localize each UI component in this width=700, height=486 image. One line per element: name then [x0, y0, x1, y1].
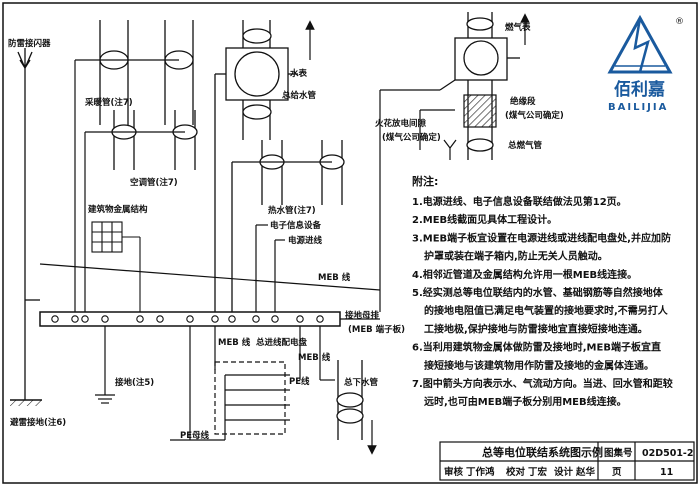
- ac-pipe-label: 空调管(注7): [130, 177, 178, 188]
- page-number: 11: [660, 467, 673, 478]
- note-line: 7.图中箭头方向表示水、气流动方向。当进、回水管和距较: [412, 377, 673, 390]
- heating-pipe: [75, 20, 194, 125]
- registered-mark: ®: [675, 17, 684, 27]
- foundation-earth-symbol: [10, 399, 42, 406]
- heating-pipe-label: 采暖管(注7): [84, 97, 133, 108]
- main-drain-pipe: [336, 360, 364, 440]
- pe-line-label: PE线: [289, 376, 310, 387]
- design-label: 设计: [554, 466, 574, 478]
- building-metal-grid: [91, 221, 141, 312]
- note-line: 接短接地与该建筑物用作防雷及接地的金属体连通。: [424, 359, 654, 372]
- main-distribution-board-label: 总进线配电盘: [256, 337, 308, 348]
- note-line: 远时,也可由MEB端子板分别用MEB线连接。: [424, 395, 627, 408]
- meb-line-main: [39, 263, 381, 291]
- note-line: 4.相邻近管道及金属结构允许用一根MEB线连接。: [412, 268, 637, 281]
- power-line-label: 电源进线: [288, 235, 323, 246]
- review-label: 审核: [444, 466, 464, 478]
- water-meter-assembly: [214, 20, 298, 312]
- note-line: 护罩或装在端子箱内,防止无关人员触动。: [424, 250, 608, 263]
- lightning-rod: [17, 48, 40, 400]
- spark-gap: [379, 79, 457, 312]
- electronic-power-lines: [255, 224, 285, 312]
- note-line: 5.经实测总等电位联结内的水管、基础钢筋等自然接地体: [412, 286, 664, 299]
- main-gas-pipe-label: 总燃气管: [508, 140, 543, 151]
- spark-gap-note: (煤气公司确定): [382, 132, 441, 143]
- grounding-busbar-label: 接地母排: [345, 310, 380, 321]
- atlas-no-label: 图集号: [604, 447, 633, 459]
- title-block-title: 总等电位联结系统图示例: [482, 445, 603, 459]
- pe-busbar-label: PE母线: [180, 430, 210, 441]
- page-label: 页: [612, 467, 622, 478]
- meb-line-label-3: MEB 线: [298, 352, 331, 363]
- gas-insulated-section: [463, 94, 497, 128]
- meb-feeder-lines: [74, 60, 86, 312]
- design-signature: 赵华: [575, 466, 596, 478]
- foundation-grounding-label: 避雷接地(注6): [10, 417, 66, 428]
- note-line: 1.电源进线、电子信息设备联结做法见第12页。: [412, 195, 627, 208]
- meb-line-label-2: MEB 线: [218, 337, 251, 348]
- ac-pipe: [85, 110, 198, 170]
- check-label: 校对: [506, 466, 526, 478]
- hot-water-pipe-label: 热水管(注7): [268, 205, 316, 216]
- note-line: 工接地极,保护接地与防雷接地宜直接短接地连通。: [424, 322, 648, 335]
- gas-meter-label: 燃气表: [505, 22, 531, 33]
- electronic-equipment-label: 电子信息设备: [270, 220, 322, 231]
- note-line: 2.MEB线截面见具体工程设计。: [412, 213, 557, 226]
- meb-terminal-label: (MEB 端子板): [348, 324, 405, 335]
- grounding-note5-label: 接地(注5): [115, 377, 154, 388]
- spark-gap-label: 火花放电间隙: [375, 118, 427, 129]
- check-signature: 丁宏: [528, 466, 548, 478]
- logo-name-cn: 佰利嘉: [614, 79, 665, 100]
- hot-water-pipe: [231, 140, 345, 312]
- title-block: [439, 441, 695, 481]
- bailijia-logo: [607, 14, 673, 74]
- logo-name-en: BAILIJIA: [608, 102, 668, 113]
- note-line: 6.当利用建筑物金属体做防雷及接地时,MEB端子板宜直: [412, 341, 661, 354]
- main-distribution-board: [170, 361, 290, 441]
- insulated-section-note: (煤气公司确定): [505, 110, 564, 121]
- note-line: 3.MEB端子板宜设置在电源进线或进线配电盘处,并应加防: [412, 231, 671, 244]
- grounding-busbar: [39, 311, 380, 327]
- notes-list: 1.电源进线、电子信息设备联结做法见第12页。 2.MEB线截面见具体工程设计。 3…: [412, 195, 673, 408]
- water-meter-label: 水表: [289, 68, 308, 79]
- lightning-rod-label: 防雷接闪器: [8, 38, 51, 49]
- insulated-section-label: 绝缘段: [510, 96, 536, 107]
- main-drain-pipe-label: 总下水管: [344, 377, 379, 388]
- note-line: 的接地电阻值已满足电气装置的接地要求时,不需另打人: [424, 304, 669, 317]
- main-water-pipe-label: 总给水管: [282, 90, 317, 101]
- notes-title: 附注:: [412, 174, 438, 188]
- atlas-no-value: 02D501-2: [642, 448, 694, 459]
- lower-connections: [95, 326, 335, 440]
- review-signature: 丁作鸿: [466, 466, 495, 478]
- meb-line-label: MEB 线: [318, 272, 351, 283]
- building-metal-label: 建筑物金属结构: [87, 204, 148, 215]
- gas-meter-assembly: [454, 12, 520, 160]
